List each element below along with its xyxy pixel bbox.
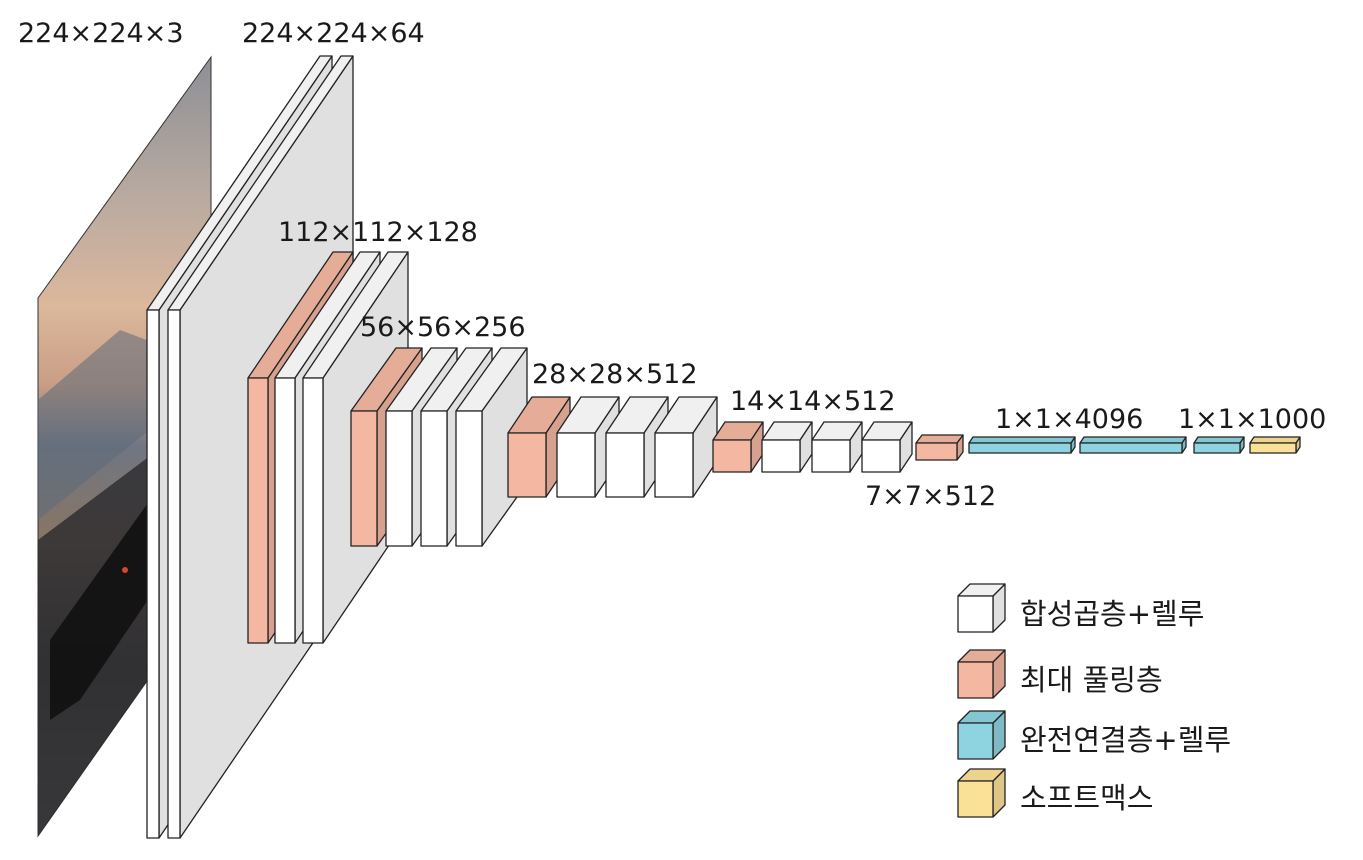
conv5-3 bbox=[862, 422, 912, 472]
legend-cube-fc bbox=[958, 711, 1005, 759]
legend-swatch-softmax bbox=[958, 769, 1005, 817]
dim-label-block2: 112×112×128 bbox=[278, 217, 478, 248]
dim-label-block1: 224×224×64 bbox=[242, 18, 425, 49]
dim-label-block3: 56×56×256 bbox=[360, 312, 526, 343]
fc8 bbox=[1194, 437, 1244, 453]
legend-item-fc: 완전연결층+렐루 bbox=[958, 711, 1231, 759]
legend-item-conv: 합성곱층+렐루 bbox=[958, 584, 1204, 632]
legend: 합성곱층+렐루 최대 풀링층 완전연결층+렐루 소프트맥스 bbox=[958, 584, 1231, 817]
legend-label-fc: 완전연결층+렐루 bbox=[1020, 723, 1231, 757]
dim-label-block4: 28×28×512 bbox=[532, 359, 698, 390]
conv5-1 bbox=[762, 422, 812, 472]
legend-cube-conv bbox=[958, 584, 1005, 632]
pool4 bbox=[713, 422, 763, 472]
legend-swatch-pool bbox=[958, 650, 1005, 698]
dim-label-fc: 1×1×4096 bbox=[995, 404, 1143, 435]
dim-label-pool5: 7×7×512 bbox=[865, 481, 996, 512]
dim-label-input: 224×224×3 bbox=[18, 18, 184, 49]
conv5-2 bbox=[812, 422, 862, 472]
legend-item-pool: 최대 풀링층 bbox=[958, 650, 1163, 698]
legend-label-softmax: 소프트맥스 bbox=[1020, 781, 1153, 815]
dim-label-block5: 14×14×512 bbox=[730, 386, 896, 417]
legend-label-pool: 최대 풀링층 bbox=[1020, 663, 1163, 697]
pool5 bbox=[916, 435, 963, 460]
fc6 bbox=[969, 437, 1075, 453]
legend-cube-pool bbox=[958, 650, 1005, 698]
softmax bbox=[1250, 437, 1300, 453]
fc7 bbox=[1080, 437, 1186, 453]
legend-swatch-conv bbox=[958, 584, 1005, 632]
legend-swatch-fc bbox=[958, 711, 1005, 759]
dim-label-output: 1×1×1000 bbox=[1178, 404, 1326, 435]
legend-item-softmax: 소프트맥스 bbox=[958, 769, 1153, 817]
legend-label-conv: 합성곱층+렐루 bbox=[1020, 597, 1204, 631]
layer-blocks bbox=[147, 56, 1300, 838]
legend-cube-softmax bbox=[958, 769, 1005, 817]
